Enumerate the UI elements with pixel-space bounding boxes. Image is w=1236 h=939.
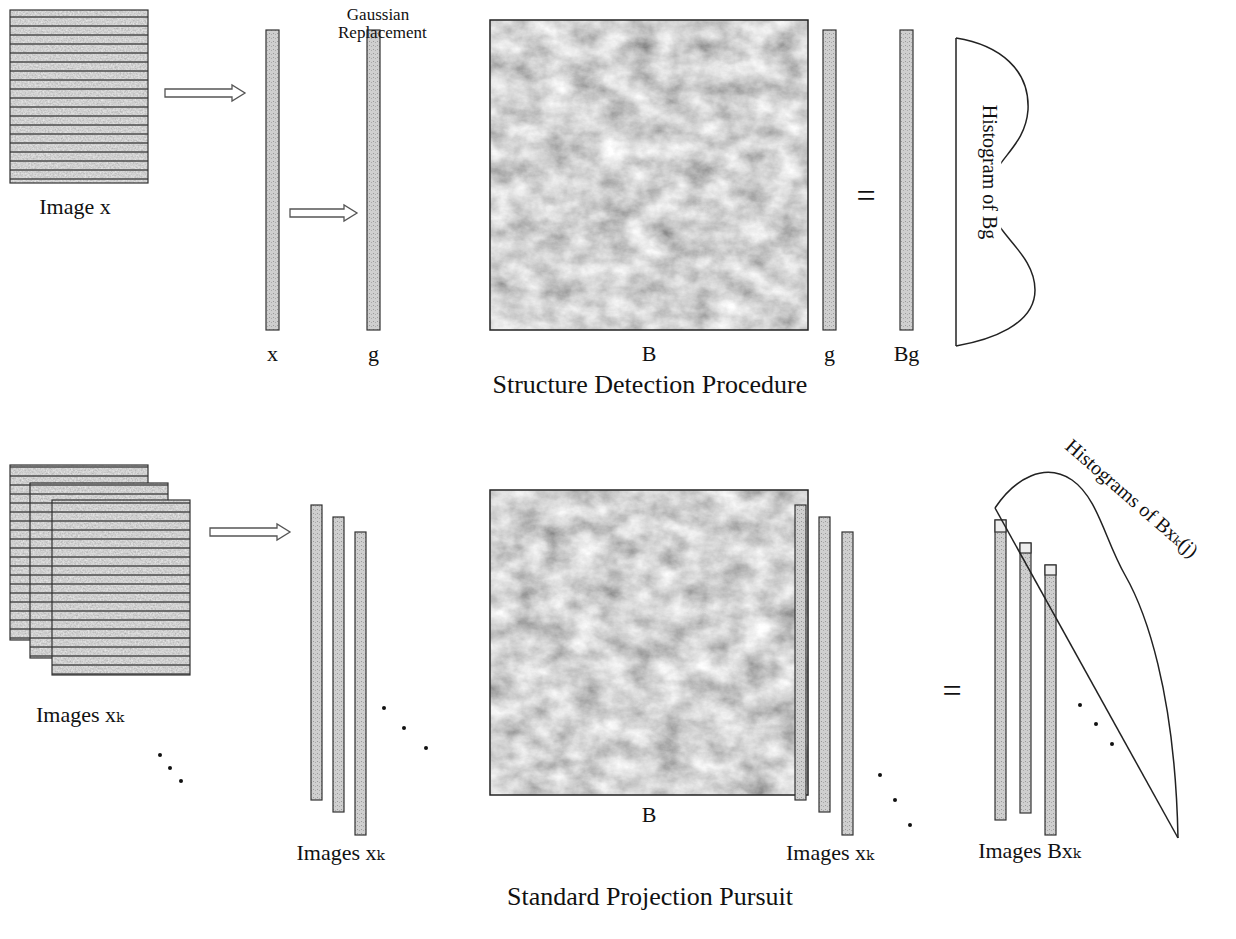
vector bbox=[266, 30, 279, 330]
image-stack: Images xₖ bbox=[10, 465, 190, 675]
image: Image x bbox=[10, 10, 148, 183]
node-label: Images xₖ bbox=[296, 841, 384, 865]
matrix: B bbox=[490, 490, 808, 795]
image-stack bbox=[10, 465, 190, 675]
vector: g bbox=[367, 30, 380, 330]
dots bbox=[1078, 703, 1114, 746]
node-label: Images xₖ bbox=[36, 703, 124, 727]
dots bbox=[382, 706, 428, 750]
matrix bbox=[490, 20, 808, 330]
node-label: g bbox=[368, 342, 379, 366]
node-label: x bbox=[267, 342, 278, 366]
annotation: Gaussian Replacement bbox=[338, 6, 418, 43]
dots bbox=[878, 773, 912, 827]
vector-stack bbox=[795, 505, 853, 835]
equals-sign: = bbox=[857, 177, 876, 214]
vector: g bbox=[823, 30, 836, 330]
node-label: Image x bbox=[39, 195, 110, 219]
vector: x bbox=[266, 30, 279, 330]
node-label: Images Bxₖ bbox=[978, 839, 1081, 863]
vector-stack: Images Bxₖ bbox=[995, 520, 1056, 835]
image-grid bbox=[10, 10, 148, 183]
histogram bbox=[956, 38, 1035, 346]
axis-label: Histogram of Bg bbox=[979, 102, 1001, 242]
node-label: g bbox=[824, 342, 835, 366]
vector-stack: Images xₖ bbox=[311, 505, 366, 835]
node-label: B bbox=[642, 342, 657, 366]
matrix: B bbox=[490, 20, 808, 330]
hollow-arrow bbox=[290, 205, 357, 221]
hollow-arrow bbox=[210, 524, 290, 540]
vector-stack bbox=[995, 520, 1056, 835]
dots bbox=[158, 753, 183, 783]
vector-stack: Images xₖ bbox=[795, 505, 853, 835]
equals-sign: = bbox=[943, 672, 962, 709]
vector bbox=[900, 30, 913, 330]
vector bbox=[823, 30, 836, 330]
axis-label: Histograms of Bxₖ(j) bbox=[1059, 432, 1205, 563]
node-label: Images xₖ bbox=[786, 841, 874, 865]
section-title: Structure Detection Procedure bbox=[493, 371, 808, 400]
node-label: Bg bbox=[894, 342, 920, 366]
vector-stack bbox=[311, 505, 366, 835]
vector: Bg bbox=[900, 30, 913, 330]
section-title: Standard Projection Pursuit bbox=[507, 883, 793, 912]
matrix bbox=[490, 490, 808, 795]
vector bbox=[367, 30, 380, 330]
node-label: B bbox=[642, 803, 657, 827]
hollow-arrow bbox=[165, 85, 245, 101]
